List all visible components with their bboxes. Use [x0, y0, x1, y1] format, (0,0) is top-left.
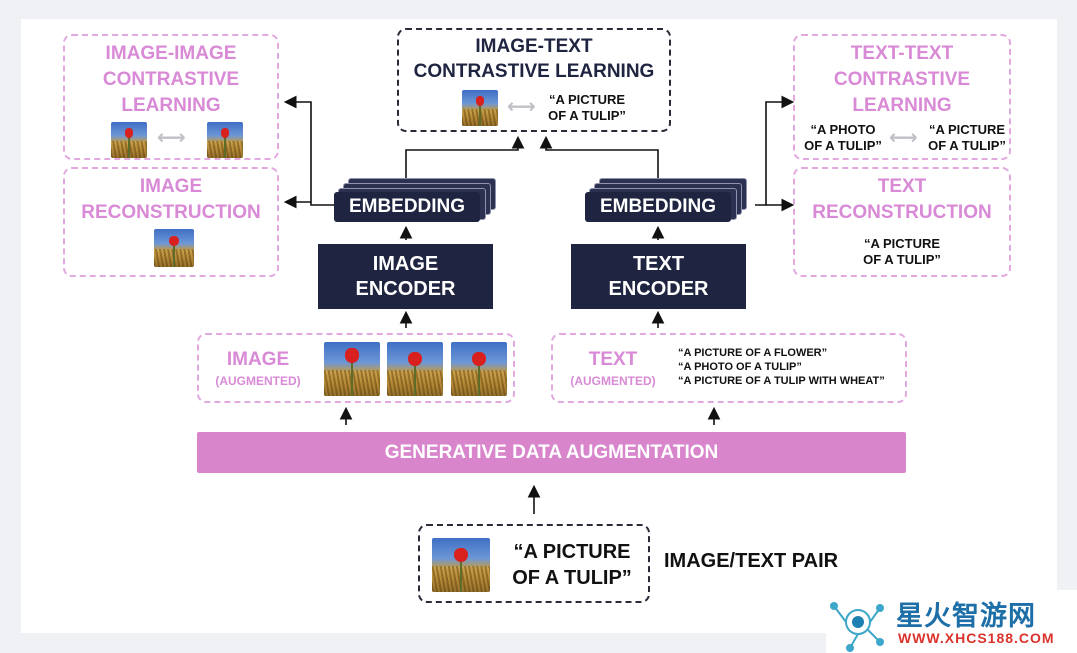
watermark: 星火智游网 WWW.XHCS188.COM	[826, 590, 1077, 653]
text-augmented-list: “A PICTURE OF A FLOWER” “A PHOTO OF A TU…	[678, 346, 885, 388]
quote-line2: OF A TULIP”	[512, 567, 632, 589]
text-text-right-quote: “A PICTURE OF A TULIP”	[923, 122, 1011, 154]
text-text-contrastive-box: TEXT-TEXT CONTRASTIVE LEARNING “A PHOTO …	[793, 34, 1011, 160]
arrow-txtemb-to-center	[539, 135, 659, 180]
watermark-brand: 星火智游网	[896, 601, 1036, 631]
image-embedding-label: EMBEDDING	[334, 192, 480, 222]
text-recon-title-line1: TEXT	[877, 176, 927, 197]
image-text-contrastive-box: IMAGE-TEXT CONTRASTIVE LEARNING ⟷ “A PIC…	[397, 28, 671, 132]
quote-line1: “A PICTURE	[928, 122, 1006, 137]
text-augmented-subtitle: (AUGMENTED)	[570, 374, 656, 388]
tulip-image-icon	[324, 342, 380, 396]
double-arrow-icon: ⟷	[157, 127, 186, 149]
double-arrow-icon: ⟷	[889, 127, 918, 149]
logo-icon	[830, 602, 884, 652]
image-image-title-line2: CONTRASTIVE	[102, 69, 240, 90]
text-encoder-line2: ENCODER	[608, 277, 709, 300]
image-image-title-line1: IMAGE-IMAGE	[105, 43, 237, 64]
text-text-title-line1: TEXT-TEXT	[850, 43, 954, 64]
quote-line1: “A PICTURE	[548, 92, 626, 107]
image-encoder-line2: ENCODER	[355, 277, 456, 300]
text-recon-title-line2: RECONSTRUCTION	[812, 202, 992, 223]
image-recon-title-line2: RECONSTRUCTION	[81, 202, 261, 223]
image-image-title-line3: LEARNING	[121, 95, 221, 116]
text-encoder-line1: TEXT	[632, 252, 685, 275]
text-augmented-box: TEXT (AUGMENTED) “A PICTURE OF A FLOWER”…	[551, 333, 907, 403]
double-arrow-icon: ⟷	[507, 96, 536, 118]
image-text-quote: “A PICTURE OF A TULIP”	[539, 92, 635, 124]
pair-label: IMAGE/TEXT PAIR	[664, 550, 839, 572]
pair-quote: “A PICTURE OF A TULIP”	[502, 539, 642, 591]
quote-line2: OF A TULIP”	[804, 138, 882, 153]
image-text-title-line2: CONTRASTIVE LEARNING	[413, 61, 655, 82]
image-text-title-line1: IMAGE-TEXT	[475, 36, 593, 57]
image-augmented-subtitle: (AUGMENTED)	[215, 374, 301, 388]
arrow-to-text-text	[755, 95, 795, 206]
text-reconstruction-box: TEXT RECONSTRUCTION “A PICTURE OF A TULI…	[793, 167, 1011, 277]
generative-augmentation-bar: GENERATIVE DATA AUGMENTATION	[197, 432, 906, 473]
image-reconstruction-box: IMAGE RECONSTRUCTION	[63, 167, 279, 277]
tulip-image-icon	[451, 342, 507, 396]
watermark-url: WWW.XHCS188.COM	[898, 630, 1055, 646]
tulip-image-icon	[462, 90, 498, 126]
text-text-left-quote: “A PHOTO OF A TULIP”	[799, 122, 887, 154]
list-item: “A PHOTO OF A TULIP”	[678, 361, 802, 373]
image-embedding-stack: EMBEDDING	[334, 178, 496, 222]
arrow-to-image-image	[283, 95, 334, 206]
image-augmented-box: IMAGE (AUGMENTED)	[197, 333, 515, 403]
tulip-image-icon	[207, 122, 243, 158]
image-augmented-title: IMAGE	[226, 349, 290, 370]
text-text-title-line2: CONTRASTIVE	[833, 69, 971, 90]
tulip-image-icon	[387, 342, 443, 396]
tulip-image-icon	[154, 229, 194, 267]
list-item: “A PICTURE OF A FLOWER”	[678, 347, 828, 359]
text-embedding-stack: EMBEDDING	[585, 178, 747, 222]
text-text-title-line3: LEARNING	[852, 95, 952, 116]
image-text-pair-box: “A PICTURE OF A TULIP”	[418, 524, 650, 603]
text-encoder-block: TEXT ENCODER	[571, 244, 746, 309]
quote-line2: OF A TULIP”	[928, 138, 1006, 153]
tulip-image-icon	[432, 538, 490, 592]
image-image-contrastive-box: IMAGE-IMAGE CONTRASTIVE LEARNING ⟷	[63, 34, 279, 160]
quote-line2: OF A TULIP”	[863, 252, 941, 267]
quote-line1: “A PHOTO	[810, 122, 876, 137]
text-augmented-title: TEXT	[588, 349, 638, 370]
text-embedding-label: EMBEDDING	[585, 192, 731, 222]
image-encoder-block: IMAGE ENCODER	[318, 244, 493, 309]
quote-line2: OF A TULIP”	[548, 108, 626, 123]
quote-line1: “A PICTURE	[513, 541, 631, 563]
tulip-image-icon	[111, 122, 147, 158]
quote-line1: “A PICTURE	[863, 236, 941, 251]
text-recon-quote: “A PICTURE OF A TULIP”	[795, 236, 1009, 268]
list-item: “A PICTURE OF A TULIP WITH WHEAT”	[678, 375, 885, 387]
diagram-canvas	[21, 19, 1057, 633]
arrow-imgemb-to-center	[405, 135, 525, 180]
image-encoder-line1: IMAGE	[372, 252, 439, 275]
image-recon-title-line1: IMAGE	[139, 176, 203, 197]
